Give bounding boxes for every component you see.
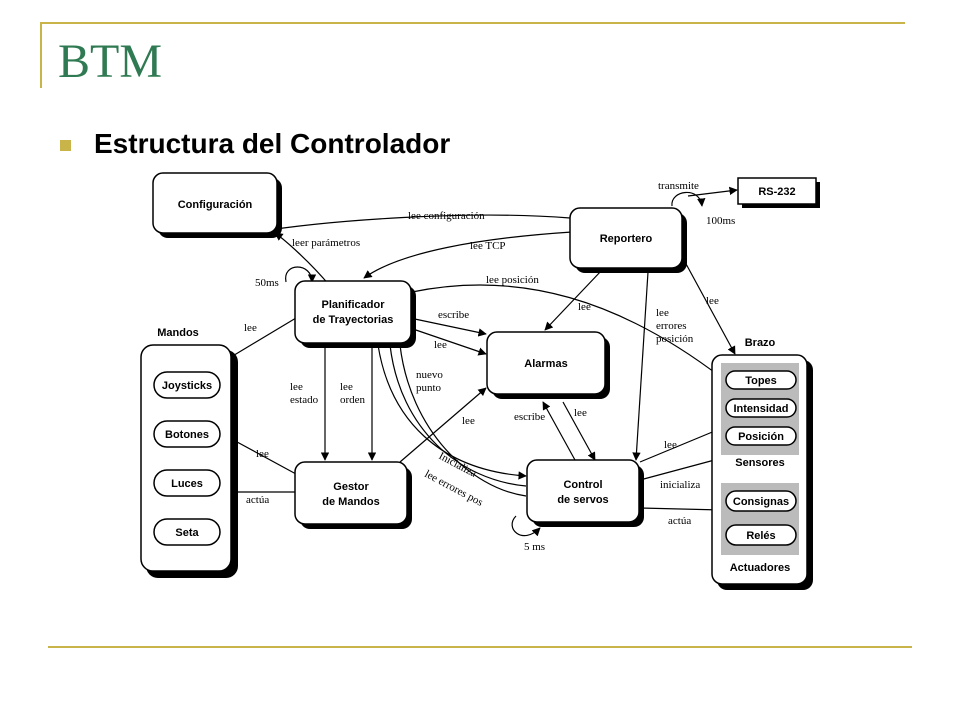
arrow-control-actuadores — [639, 505, 723, 515]
mandos-item-joysticks: Joysticks — [153, 371, 221, 399]
label-lee-tcp: lee TCP — [470, 240, 506, 252]
arrow-plan-control-inicializa — [389, 344, 527, 487]
box-control-label-1: Control — [563, 479, 602, 491]
label-lee-configuracion: lee configuración — [408, 210, 485, 222]
loop-50ms — [285, 266, 317, 283]
arrow-lee-configuracion — [255, 214, 571, 235]
arrow-plan-control-nuevo — [377, 344, 527, 480]
box-gestor-label-2: de Mandos — [322, 496, 379, 508]
label-lee-rep-alarmas: lee — [578, 301, 591, 313]
brazo-title: Brazo — [745, 337, 776, 349]
box-planificador-label-1: Planificador — [322, 299, 386, 311]
arrow-control-alarmas-escribe — [542, 401, 576, 461]
label-actua-control: actúa — [668, 515, 691, 527]
label-lee-gestor-alarmas: lee — [462, 415, 475, 427]
box-control: Control de servos — [526, 459, 644, 527]
label-lee-posicion: lee posición — [486, 274, 539, 286]
loop-100ms — [671, 191, 706, 207]
label-lee-orden-1: lee — [340, 381, 353, 393]
label-lee-estado-1: lee — [290, 381, 303, 393]
box-alarmas: Alarmas — [486, 331, 610, 399]
arrow-plan-control-errores — [399, 344, 527, 497]
arrow-lee-posicion — [411, 284, 723, 379]
slide-bottom-rule — [48, 646, 912, 648]
arrow-control-sensores-inicializa — [639, 455, 723, 481]
arrow-control-sensores-lee — [639, 427, 723, 463]
svg-text:Topes: Topes — [745, 375, 777, 387]
box-configuracion: Configuración — [152, 172, 282, 238]
mandos-item-botones: Botones — [153, 420, 221, 448]
label-lee-control-sensores: lee — [664, 439, 677, 451]
actuator-item-reles: Relés — [725, 524, 797, 546]
sensor-item-topes: Topes — [725, 370, 797, 390]
mandos-group: Mandos Joysticks Botones Luces Seta — [140, 327, 238, 578]
label-lee-errores-2: errores — [656, 320, 687, 332]
svg-text:Luces: Luces — [171, 478, 203, 490]
box-configuracion-label: Configuración — [178, 199, 253, 211]
label-inicializa-control: inicializa — [660, 479, 700, 491]
label-lee-control-alarmas: lee — [574, 407, 587, 419]
label-actua-gestor: actúa — [246, 494, 269, 506]
svg-text:Posición: Posición — [738, 431, 784, 443]
sensor-item-posicion: Posición — [725, 426, 797, 446]
box-reportero: Reportero — [569, 207, 687, 273]
mandos-title: Mandos — [157, 327, 199, 339]
label-nuevo-punto-2: punto — [416, 382, 442, 394]
box-control-label-2: de servos — [557, 494, 608, 506]
arrow-reportero-alarmas — [544, 269, 603, 331]
slide-left-rule — [40, 22, 42, 88]
label-5ms: 5 ms — [524, 541, 545, 553]
label-100ms: 100ms — [706, 215, 735, 227]
label-lee-plan: lee — [434, 339, 447, 351]
box-gestor-label-1: Gestor — [333, 481, 369, 493]
label-escribe-plan: escribe — [438, 309, 469, 321]
arrow-plan-alarmas-lee — [409, 327, 487, 356]
actuator-item-consignas: Consignas — [725, 490, 797, 512]
arrow-reportero-brazo — [684, 261, 736, 355]
slide-title: BTM — [58, 35, 163, 88]
mandos-item-luces: Luces — [153, 469, 221, 497]
label-transmite: transmite — [658, 180, 699, 192]
arrow-gestor-alarmas — [399, 387, 487, 463]
label-lee-errores-1: lee — [656, 307, 669, 319]
arrow-reportero-control — [632, 271, 649, 461]
arrow-lee-tcp — [363, 231, 573, 279]
sensores-title: Sensores — [735, 457, 785, 469]
box-rs232-label: RS-232 — [758, 186, 795, 198]
label-lee-rep-brazo: lee — [706, 295, 719, 307]
svg-text:Botones: Botones — [165, 429, 209, 441]
slide-top-rule — [40, 22, 905, 24]
arrow-control-alarmas-lee — [562, 401, 596, 461]
label-lee-mandos: lee — [244, 322, 257, 334]
arrow-plan-mandos — [225, 317, 297, 361]
slide-bullet-text: Estructura del Controlador — [94, 128, 451, 159]
svg-text:Seta: Seta — [175, 527, 199, 539]
arrow-plan-alarmas-escribe — [409, 317, 487, 337]
svg-text:Joysticks: Joysticks — [162, 380, 212, 392]
box-planificador: Planificador de Trayectorias — [294, 280, 416, 348]
loop-5ms — [511, 515, 541, 537]
svg-text:Intensidad: Intensidad — [733, 403, 788, 415]
label-50ms: 50ms — [255, 277, 279, 289]
svg-text:Consignas: Consignas — [733, 496, 789, 508]
label-leer-parametros: leer parámetros — [292, 237, 360, 249]
box-rs232: RS-232 — [737, 177, 820, 208]
bullet-marker — [60, 140, 71, 151]
label-escribe-control: escribe — [514, 411, 545, 423]
mandos-item-seta: Seta — [153, 518, 221, 546]
box-gestor: Gestor de Mandos — [294, 461, 412, 529]
box-alarmas-label: Alarmas — [524, 358, 567, 370]
svg-text:Relés: Relés — [746, 530, 775, 542]
actuadores-title: Actuadores — [730, 562, 791, 574]
label-lee-estado-2: estado — [290, 394, 319, 406]
box-planificador-label-2: de Trayectorias — [313, 314, 394, 326]
sensor-item-intensidad: Intensidad — [725, 398, 797, 418]
label-nuevo-punto-1: nuevo — [416, 369, 443, 381]
box-reportero-label: Reportero — [600, 233, 653, 245]
brazo-group: Brazo Topes Intensidad Posición Sensores… — [711, 337, 813, 590]
label-lee-orden-2: orden — [340, 394, 366, 406]
label-lee-errores-3: posición — [656, 333, 694, 345]
label-lee-gestor-mandos: lee — [256, 448, 269, 460]
